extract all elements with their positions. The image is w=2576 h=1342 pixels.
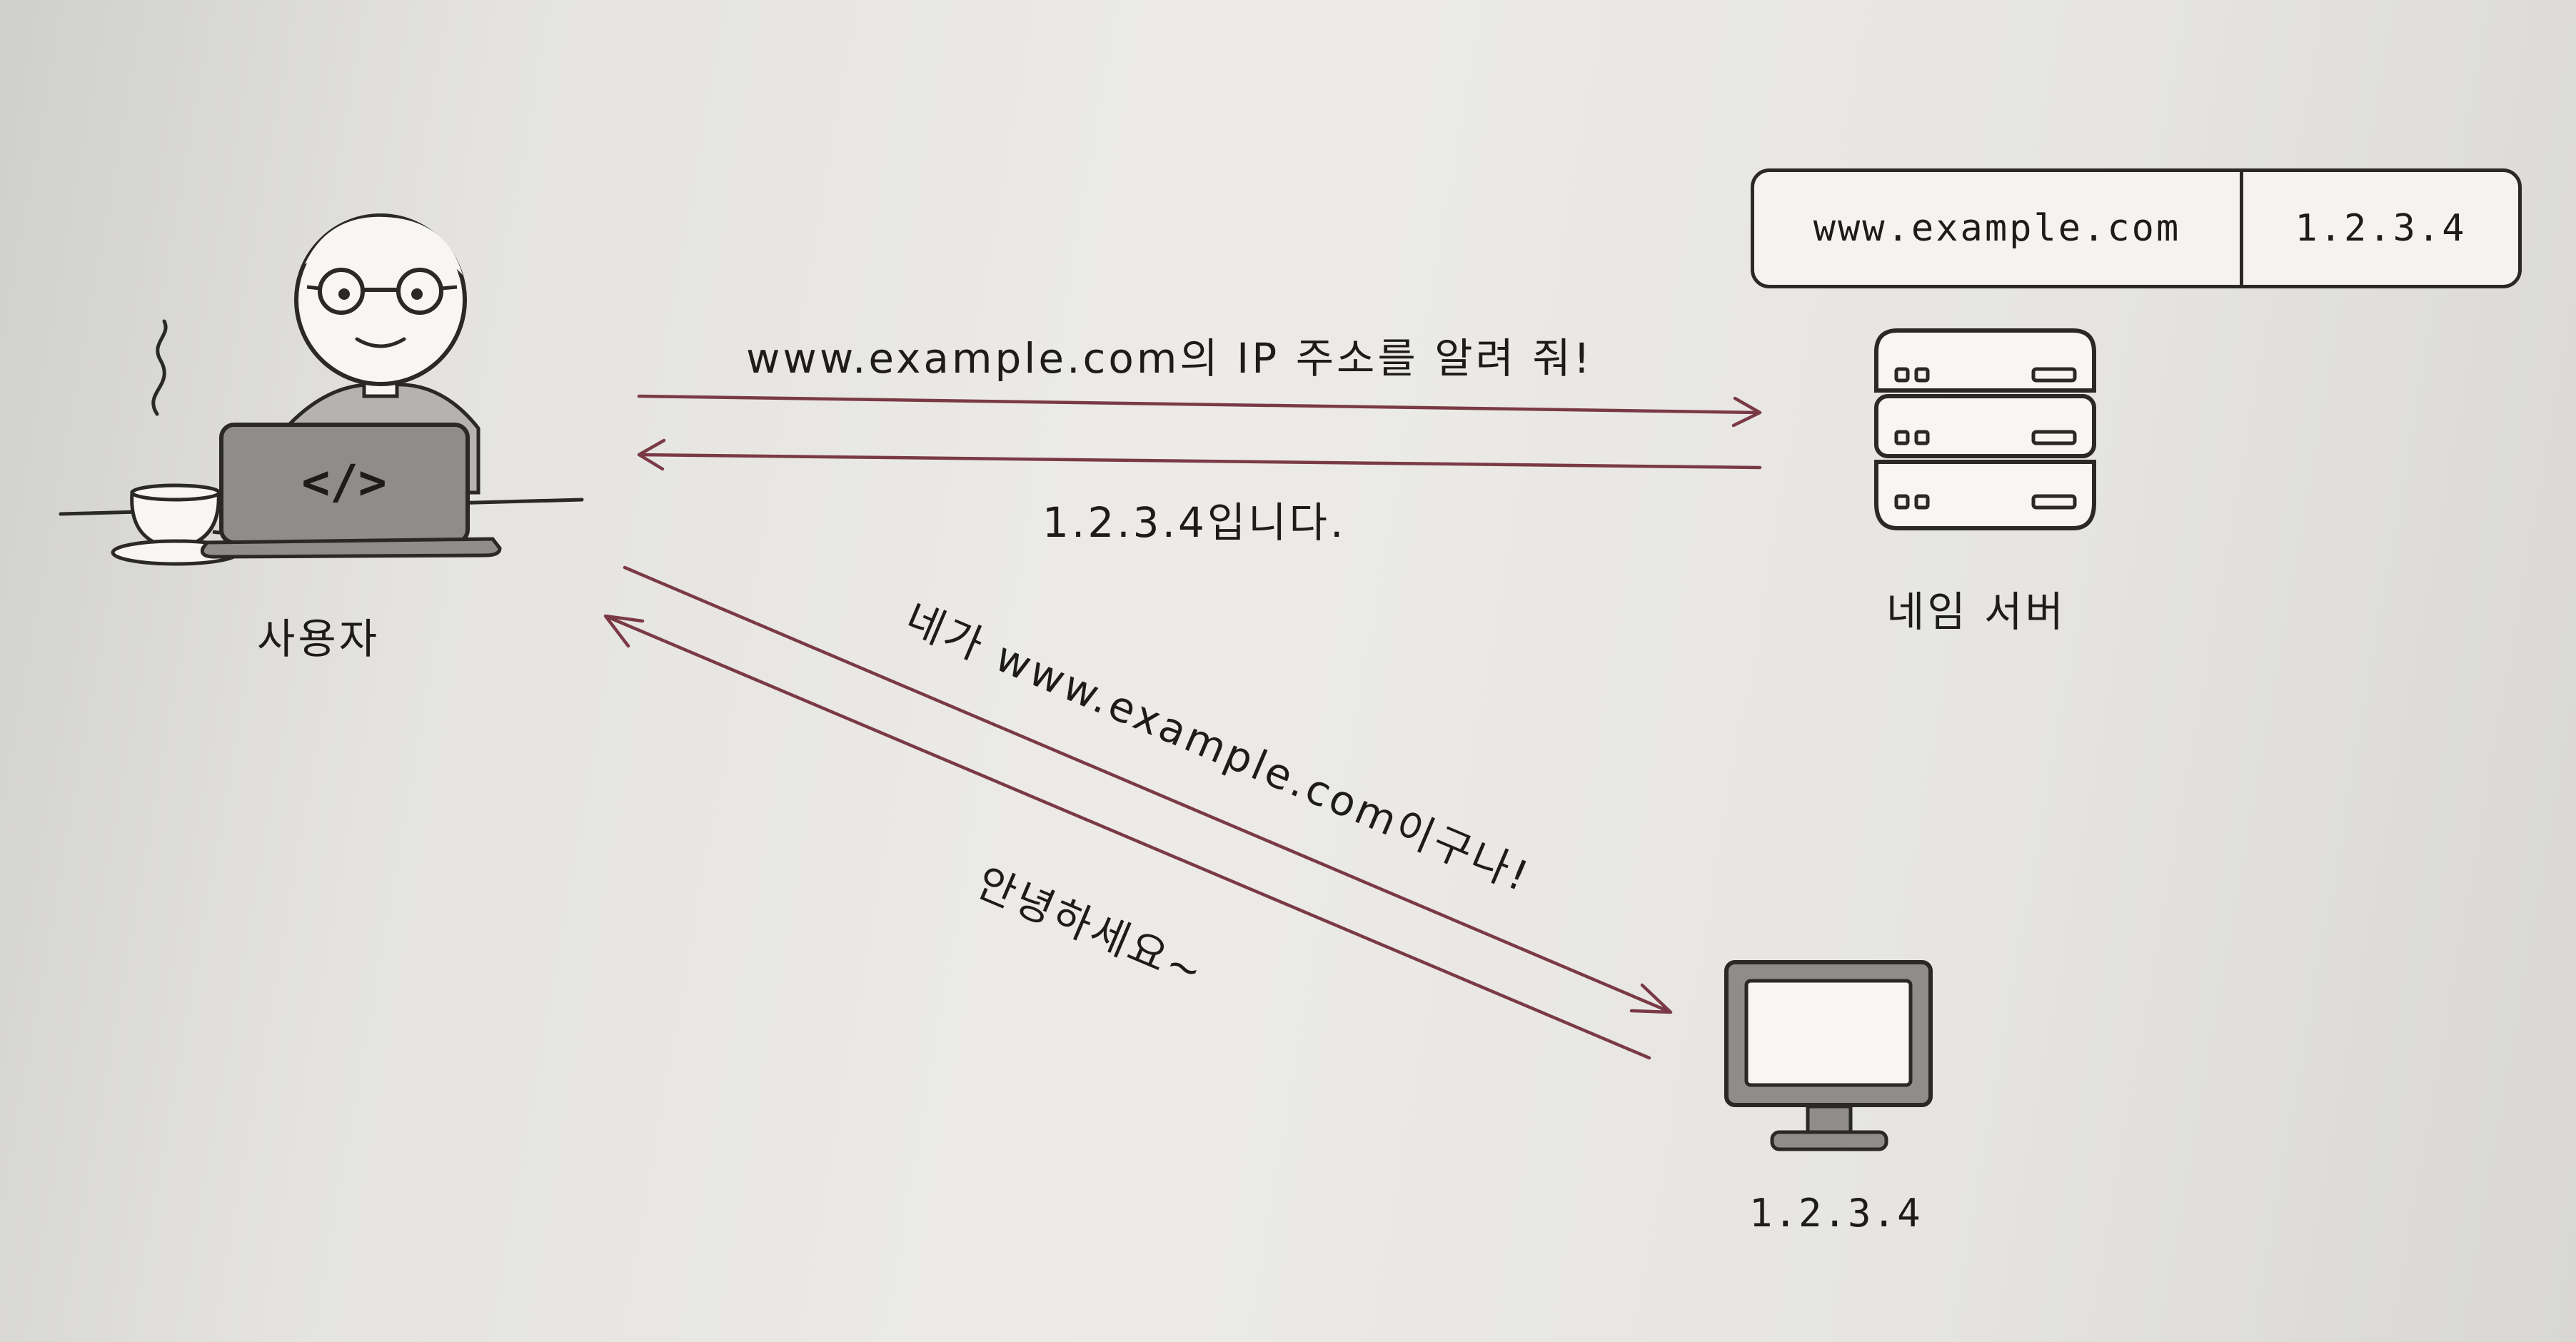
- dns-record-table: www.example.com 1.2.3.4: [1751, 168, 2522, 288]
- laptop-icon: [200, 423, 502, 559]
- arrow-request: [623, 565, 1673, 1014]
- glasses-icon: [306, 268, 458, 315]
- arrow-query: [637, 394, 1762, 428]
- dns-record-ip: 1.2.3.4: [2295, 207, 2467, 250]
- query-message: www.example.com의 IP 주소를 알려 줘!: [746, 334, 1593, 383]
- steam-icon: [151, 319, 168, 416]
- monitor-icon: [1724, 960, 1933, 1151]
- answer-message: 1.2.3.4입니다.: [1042, 498, 1347, 547]
- web-server-ip-label: 1.2.3.4: [1749, 1191, 1922, 1236]
- user-head: [294, 213, 467, 386]
- user-illustration: </>: [59, 213, 584, 566]
- arrow-answer: [637, 438, 1762, 471]
- name-server-icon: [1874, 328, 2096, 530]
- arrow-response: [603, 614, 1651, 1060]
- smile: [355, 337, 406, 348]
- coffee-cup-icon: [111, 483, 241, 566]
- laptop-code-symbol: </>: [301, 455, 386, 510]
- user-label: 사용자: [257, 615, 381, 663]
- name-server-label: 네임 서버: [1886, 587, 2066, 636]
- dns-record-domain: www.example.com: [1754, 172, 2243, 285]
